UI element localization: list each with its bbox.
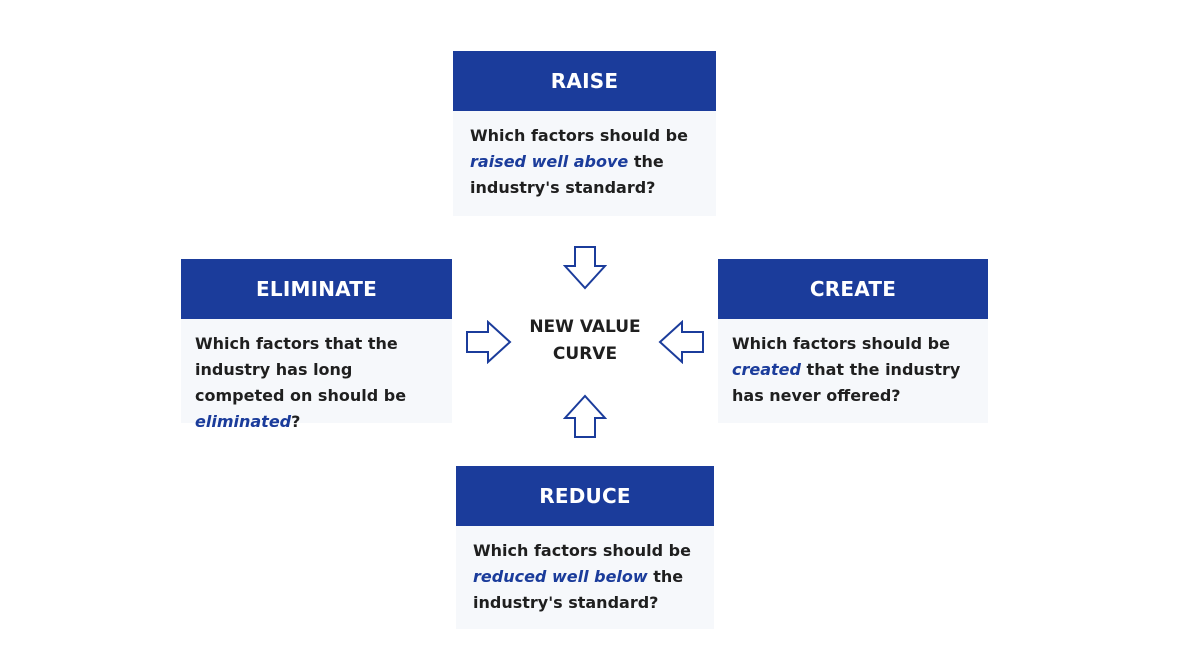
create-header: CREATE (718, 259, 988, 319)
raise-header: RAISE (453, 51, 716, 111)
create-question-text: Which factors should be (732, 334, 950, 353)
center-label-line-1: NEW VALUE (529, 317, 641, 337)
eliminate-question-emphasis: eliminated (195, 412, 292, 431)
eliminate-panel: ELIMINATE Which factors that the industr… (181, 259, 452, 431)
raise-question-text-end: the industry's standard? (470, 152, 664, 197)
eliminate-question-text: Which factors that the industry has long… (195, 334, 407, 405)
reduce-question-text-end: the industry's standard? (473, 567, 684, 612)
eliminate-question: Which factors that the industry has long… (181, 319, 452, 445)
reduce-question-emphasis: reduced well below (473, 567, 648, 586)
raise-question-emphasis: raised well above (470, 152, 629, 171)
eliminate-question-text-end: ? (291, 412, 301, 431)
create-question-emphasis: created (732, 360, 801, 379)
arrow-left-outline-icon (658, 320, 704, 364)
reduce-panel: REDUCE Which factors should be reduced w… (456, 466, 714, 629)
raise-question: Which factors should be raised well abov… (453, 111, 716, 211)
eliminate-header: ELIMINATE (181, 259, 452, 319)
create-panel: CREATE Which factors should be created t… (718, 259, 988, 423)
reduce-question-text: Which factors should be (473, 541, 691, 560)
reduce-header: REDUCE (456, 466, 714, 526)
new-value-curve-label: NEW VALUE CURVE (515, 314, 655, 368)
arrow-right-outline-icon (466, 320, 512, 364)
create-question-text-end: that the industry has never offered? (732, 360, 961, 405)
reduce-question: Which factors should be reduced well bel… (456, 526, 714, 626)
raise-question-text: Which factors should be (470, 126, 688, 145)
raise-panel: RAISE Which factors should be raised wel… (453, 51, 716, 216)
create-question: Which factors should be created that the… (718, 319, 988, 419)
center-label-line-2: CURVE (552, 344, 618, 364)
arrow-down-outline-icon (563, 246, 607, 290)
arrow-up-outline-icon (563, 394, 607, 438)
